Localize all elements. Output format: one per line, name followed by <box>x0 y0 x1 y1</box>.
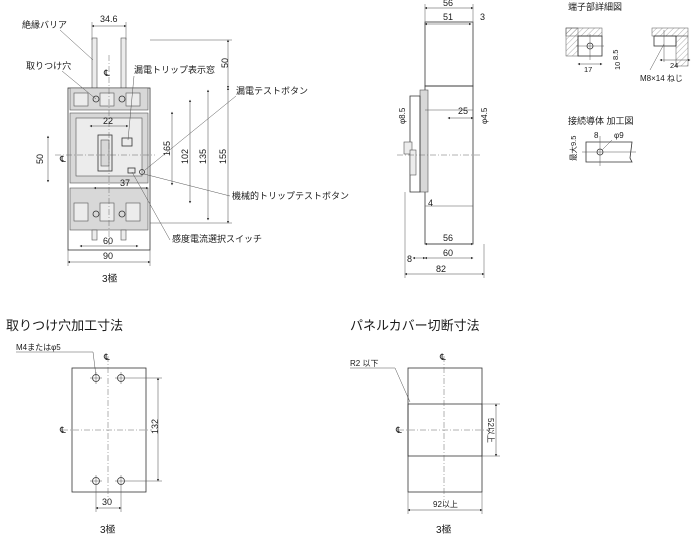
dim-10: 10 <box>613 62 622 70</box>
label-barrier: 絶縁バリア <box>22 19 67 30</box>
label-hole-spec: M4またはφ5 <box>16 343 61 352</box>
label-max-thickness: 最大9.5 <box>568 136 578 161</box>
pole-front: 3極 <box>102 272 118 285</box>
dim-82: 82 <box>436 264 446 274</box>
cl-mount-h: ℄ <box>59 425 66 435</box>
dim-17: 17 <box>584 65 592 74</box>
mounting-hole-drawing: 取りつけ穴加工寸法 M4またはφ5 ℄ ℄ 132 30 3極 <box>6 318 162 536</box>
label-leak-test-button: 漏電テストボタン <box>236 85 308 96</box>
dim-51: 51 <box>443 12 453 22</box>
dim-60-side: 60 <box>443 248 453 258</box>
dim-52: 52以上 <box>486 418 495 443</box>
dim-132: 132 <box>150 419 160 434</box>
dim-90: 90 <box>103 251 113 261</box>
label-sensitivity-switch: 感度電流選択スイッチ <box>172 233 262 244</box>
dim-102: 102 <box>180 149 190 164</box>
dim-56-top: 56 <box>443 0 453 8</box>
label-mounting-hole: 取りつけ穴 <box>26 60 71 71</box>
cl-front-v: ℄ <box>103 68 110 78</box>
title-mount-dim: 取りつけ穴加工寸法 <box>6 318 123 333</box>
dim-22: 22 <box>103 116 113 126</box>
dim-8-5-detail: 8.5 <box>611 50 620 60</box>
cl-mount-v: ℄ <box>103 352 110 362</box>
dim-50-left: 50 <box>35 154 45 164</box>
dim-4: 4 <box>428 198 433 208</box>
dim-25: 25 <box>458 106 468 116</box>
dim-165: 165 <box>162 141 172 156</box>
terminal-detail: 端子部詳細図 17 8.5 10 24 M8×14 ねじ <box>565 1 691 83</box>
panel-cut-drawing: パネルカバー切断寸法 R2 以下 ℄ ℄ 52以上 92以上 3極 <box>350 318 500 536</box>
label-leak-window: 漏電トリップ表示窓 <box>134 64 215 75</box>
dim-50-right: 50 <box>220 58 230 68</box>
dim-56-bottom: 56 <box>443 233 453 243</box>
dim-135: 135 <box>198 149 208 164</box>
dim-phi4-5: φ4.5 <box>480 107 489 124</box>
title-terminal-detail: 端子部詳細図 <box>568 1 622 12</box>
dim-30: 30 <box>102 497 112 507</box>
dim-8: 8 <box>407 254 412 264</box>
pole-mount: 3極 <box>100 523 116 536</box>
dim-37: 37 <box>120 178 130 188</box>
title-conductor: 接続導体 加工図 <box>568 115 634 126</box>
cl-front-h: ℄ <box>59 154 66 164</box>
dim-24: 24 <box>670 61 678 70</box>
cl-panel-v: ℄ <box>439 352 446 362</box>
front-view: 34.6 50 22 37 60 90 50 155 135 102 165 絶… <box>22 14 349 285</box>
dim-34-6: 34.6 <box>100 14 118 24</box>
label-r2: R2 以下 <box>350 359 378 368</box>
title-panel-cut: パネルカバー切断寸法 <box>350 318 480 333</box>
dim-3: 3 <box>480 12 485 22</box>
conductor-detail: 接続導体 加工図 8 φ9 最大9.5 <box>568 115 636 166</box>
dim-phi8-5: φ8.5 <box>398 107 407 124</box>
dim-155: 155 <box>218 149 228 164</box>
dim-92: 92以上 <box>433 500 458 509</box>
side-view: 56 51 3 φ8.5 φ4.5 25 4 56 8 60 82 <box>397 0 489 278</box>
label-screw: M8×14 ねじ <box>640 74 683 83</box>
dim-8-conductor: 8 <box>594 131 599 140</box>
dim-phi9: φ9 <box>614 131 624 140</box>
pole-panel: 3極 <box>436 523 452 536</box>
label-mech-trip-button: 機械的トリップテストボタン <box>232 190 349 201</box>
dim-60: 60 <box>103 236 113 246</box>
cl-panel-h: ℄ <box>395 425 402 435</box>
